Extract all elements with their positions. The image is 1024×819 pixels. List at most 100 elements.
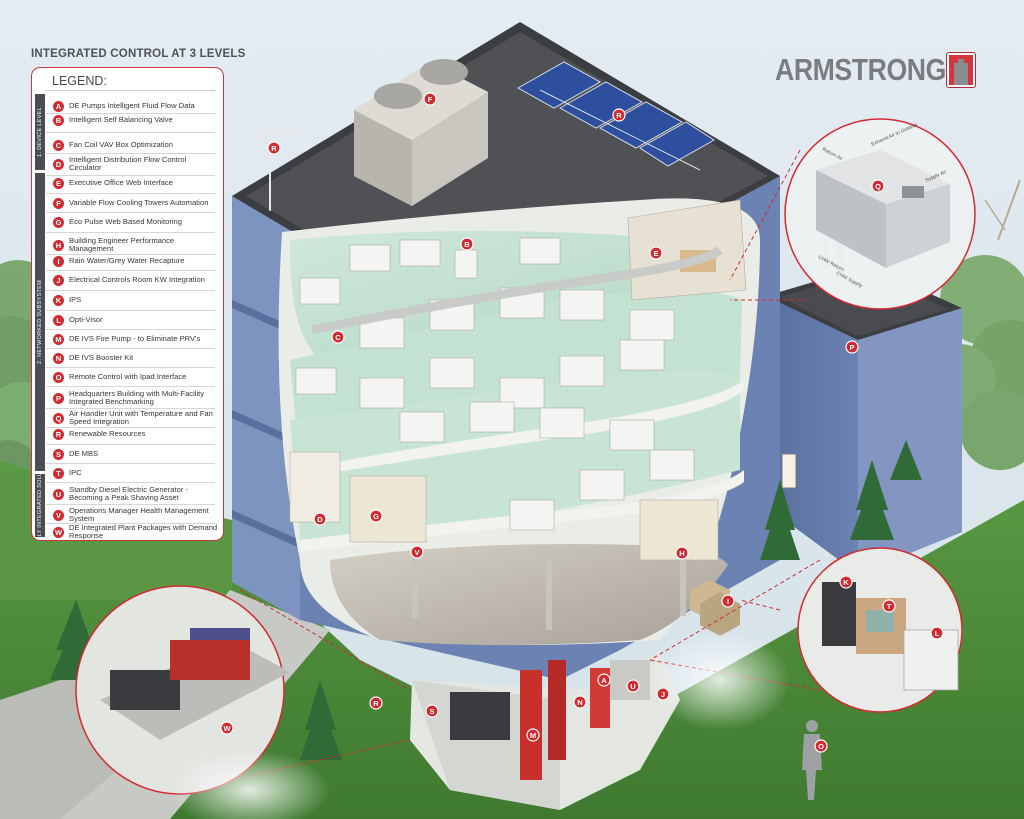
fog-right xyxy=(650,630,790,730)
legend-item-text: Intelligent Distribution Flow Control Ci… xyxy=(69,154,187,172)
legend-badge: V xyxy=(53,509,64,521)
legend-item-text: Headquarters Building with Multi-Facilit… xyxy=(69,388,205,406)
marker-badge-m: M xyxy=(526,728,540,742)
solar-panels xyxy=(516,61,715,171)
svg-text:O: O xyxy=(818,742,824,751)
svg-text:V: V xyxy=(414,548,419,557)
callout-ahu-unit xyxy=(784,118,976,310)
marker-badge-w: W xyxy=(220,721,234,735)
legend-item-text: Building Engineer Performance Management xyxy=(69,235,175,253)
legend-badge: L xyxy=(53,314,64,326)
marker-badge-j: J xyxy=(656,687,670,701)
marker-badge-k: K xyxy=(839,575,853,589)
marker-badge-h: H xyxy=(675,546,689,560)
page-title: INTEGRATED CONTROL AT 3 LEVELS xyxy=(31,48,246,60)
marker-badge-o: O xyxy=(814,739,828,753)
legend-item-text: DE Pumps Intelligent Fluid Flow Data xyxy=(69,100,195,110)
legend-title: LEGEND: xyxy=(52,74,107,88)
callout-control-panels xyxy=(797,547,963,713)
marker-badge-b: B xyxy=(460,237,474,251)
svg-text:P: P xyxy=(849,343,854,352)
legend-group-label: 3. FULLY INTEGRATED SOLUTION xyxy=(37,474,43,537)
svg-text:S: S xyxy=(429,707,434,716)
svg-text:Q: Q xyxy=(875,182,881,191)
legend-item-text: Opti-Visor xyxy=(69,314,103,324)
marker-badge-f: F xyxy=(423,92,437,106)
svg-text:H: H xyxy=(679,549,684,558)
armstrong-logo-icon xyxy=(946,52,976,88)
legend-badge: M xyxy=(53,333,64,345)
legend-item-text: Eco Pulse Web Based Monitoring xyxy=(69,216,182,226)
legend-badge: F xyxy=(53,197,64,209)
legend-badge: Q xyxy=(53,412,64,424)
legend-group-bar: 1. DEVICE LEVEL xyxy=(35,94,45,170)
legend-badge: W xyxy=(53,526,64,538)
legend-item-c: C Fan Coil VAV Box Optimization xyxy=(53,139,219,151)
legend-badge: B xyxy=(53,114,64,126)
cooling-tower xyxy=(354,59,488,206)
legend-badge: T xyxy=(53,467,64,479)
legend-item-text: Renewable Resources xyxy=(69,428,146,438)
legend-badge: C xyxy=(53,139,64,151)
legend-item-f: F Variable Flow Cooling Towers Automation xyxy=(53,197,219,209)
svg-text:I: I xyxy=(727,597,729,606)
legend-item-b: B Intelligent Self Balancing Valve xyxy=(53,114,219,126)
marker-badge-a: A xyxy=(597,673,611,687)
svg-text:N: N xyxy=(577,698,582,707)
marker-badge-i: I xyxy=(721,594,735,608)
legend-item-text: Fan Coil VAV Box Optimization xyxy=(69,139,173,149)
legend-group-label: 2. NETWORKED SUBSYSTEM xyxy=(37,280,43,364)
brand-logo-group: ARMSTRONG xyxy=(775,52,976,88)
svg-text:D: D xyxy=(317,515,323,524)
legend-badge: H xyxy=(53,239,64,251)
legend-group-bar: 3. FULLY INTEGRATED SOLUTION xyxy=(35,474,45,537)
svg-text:K: K xyxy=(843,578,849,587)
legend-badge: N xyxy=(53,352,64,364)
marker-badge-d: D xyxy=(313,512,327,526)
legend-badge: U xyxy=(53,488,64,500)
legend-item-text: Variable Flow Cooling Towers Automation xyxy=(69,197,209,207)
legend-item-text: Operations Manager Health Management Sys… xyxy=(69,505,209,523)
svg-text:R: R xyxy=(271,144,277,153)
svg-text:W: W xyxy=(223,724,231,733)
legend-item-text: DE IVS Fire Pump - to Eliminate PRV's xyxy=(69,333,201,343)
marker-badge-t: T xyxy=(882,599,896,613)
legend-item-s: S DE MBS xyxy=(53,448,219,460)
marker-badge-v: V xyxy=(410,545,424,559)
marker-badge-r: R xyxy=(267,141,281,155)
legend-item-text: Electrical Controls Room KW Integration xyxy=(69,274,205,284)
legend-item-l: L Opti-Visor xyxy=(53,314,219,326)
legend-item-h: H Building Engineer Performance Managemen… xyxy=(53,235,219,253)
svg-text:A: A xyxy=(601,676,607,685)
legend-badge: E xyxy=(53,177,64,189)
legend-group-bar: 2. NETWORKED SUBSYSTEM xyxy=(35,173,45,471)
legend-item-text: Intelligent Self Balancing Valve xyxy=(69,114,173,124)
marker-badge-s: S xyxy=(425,704,439,718)
legend-group-label: 1. DEVICE LEVEL xyxy=(37,107,43,157)
legend-badge: O xyxy=(53,371,64,383)
legend-badge: K xyxy=(53,294,64,306)
legend-item-m: M DE IVS Fire Pump - to Eliminate PRV's xyxy=(53,333,219,345)
marker-badge-n: N xyxy=(573,695,587,709)
marker-badge-e: E xyxy=(649,246,663,260)
wind-turbine xyxy=(244,96,306,211)
legend-badge: A xyxy=(53,100,64,112)
marker-badge-c: C xyxy=(331,330,345,344)
legend-item-a: A DE Pumps Intelligent Fluid Flow Data xyxy=(53,100,219,112)
svg-text:J: J xyxy=(661,690,665,699)
legend-item-text: IPS xyxy=(69,294,82,304)
legend-panel: LEGEND: A DE Pumps Intelligent Fluid Flow… xyxy=(31,67,224,541)
legend-badge: S xyxy=(53,448,64,460)
callout-plant-package xyxy=(75,585,290,795)
legend-item-text: DE MBS xyxy=(69,448,99,458)
svg-text:M: M xyxy=(530,731,536,740)
svg-text:B: B xyxy=(464,240,470,249)
